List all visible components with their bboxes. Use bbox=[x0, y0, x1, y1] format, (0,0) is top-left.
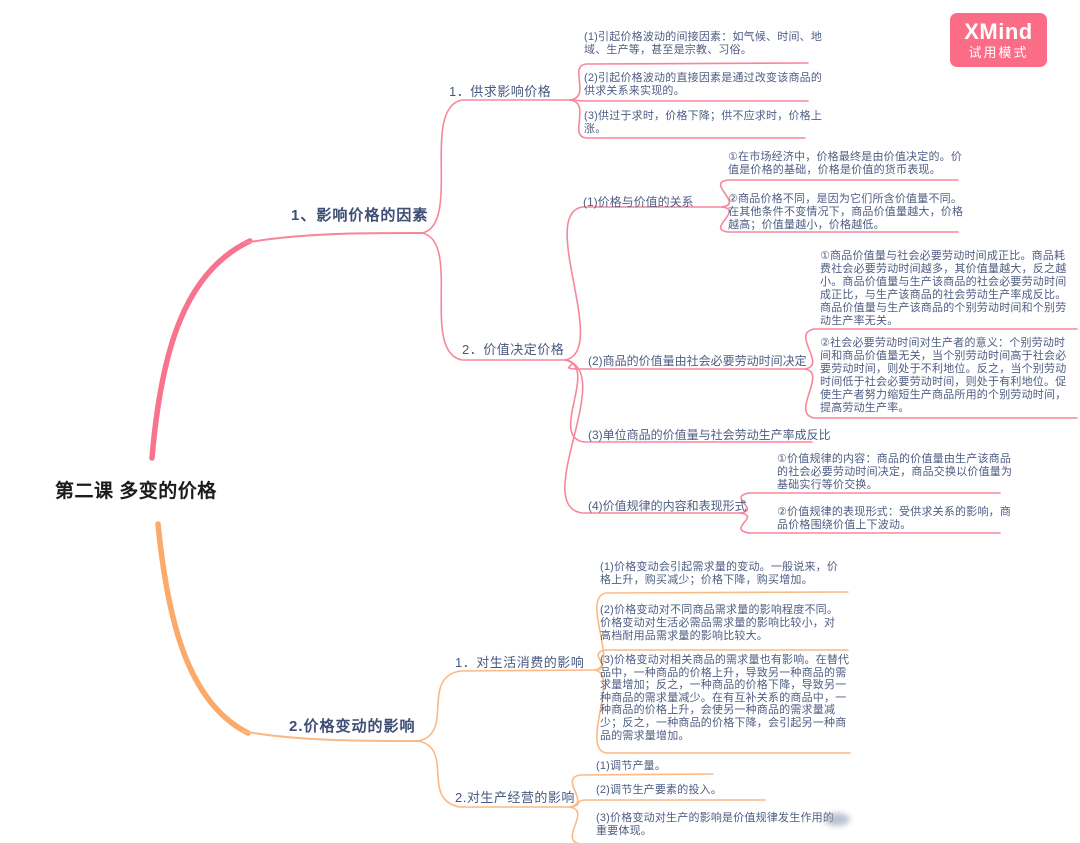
topic-law-of-value[interactable]: (4)价值规律的内容和表现形式 bbox=[588, 499, 747, 513]
leaf-law-content[interactable]: ①价值规律的内容：商品的价值量由生产该商品的社会必要劳动时间决定，商品交换以价值… bbox=[777, 453, 1013, 491]
connector-snlt-1 bbox=[804, 328, 1078, 370]
topic-unit-value-productivity[interactable]: (3)单位商品的价值量与社会劳动生产率成反比 bbox=[588, 428, 831, 442]
connector-consume-2 bbox=[594, 649, 849, 671]
connector-produce-1 bbox=[569, 773, 714, 808]
connector-value-law bbox=[564, 359, 741, 514]
connector-b2-consume bbox=[417, 669, 596, 742]
leaf-law-embodiment[interactable]: (3)价格变动对生产的影响是价值规律发生作用的重要体现。 bbox=[596, 812, 835, 837]
xmind-logo-text: XMind bbox=[964, 18, 1033, 44]
connector-rel-2 bbox=[719, 206, 959, 233]
leaf-direct-factors[interactable]: (2)引起价格波动的直接因素是通过改变该商品的供求关系来实现的。 bbox=[584, 72, 823, 97]
leaf-related-goods[interactable]: (3)价格变动对相关商品的需求量也有影响。在替代品中，一种商品的价格上升，导致另… bbox=[600, 654, 850, 742]
connector-consume-3 bbox=[594, 669, 851, 754]
leaf-law-form[interactable]: ②价值规律的表现形式：受供求关系的影响，商品价格围绕价值上下波动。 bbox=[777, 506, 1012, 531]
leaf-labor-time-meaning[interactable]: ②社会必要劳动时间对生产者的意义：个别劳动时间和商品价值量无关，当个别劳动时间高… bbox=[820, 337, 1067, 414]
connector-supply-1 bbox=[569, 62, 809, 101]
leaf-adjust-inputs[interactable]: (2)调节生产要素的投入。 bbox=[596, 784, 723, 796]
connector-produce-2 bbox=[569, 799, 766, 808]
topic-supply-demand[interactable]: 1．供求影响价格 bbox=[449, 84, 552, 99]
branch2-underline bbox=[241, 730, 419, 742]
leaf-demand-change[interactable]: (1)价格变动会引起需求量的变动。一般说来，价格上升，购买减少；价格下降，购买增… bbox=[600, 561, 839, 586]
connector-rel-1 bbox=[719, 179, 959, 208]
trial-mode-label: 试用模式 bbox=[968, 44, 1029, 60]
xmind-trial-badge[interactable]: XMind 试用模式 bbox=[950, 13, 1047, 67]
branch1-underline bbox=[243, 232, 423, 244]
topic-price-change-effects[interactable]: 2.价格变动的影响 bbox=[289, 718, 416, 735]
leaf-indirect-factors[interactable]: (1)引起价格波动的间接因素：如气候、时间、地域、生产等，甚至是宗教、习俗。 bbox=[584, 31, 823, 56]
topic-value-determines-price[interactable]: 2．价值决定价格 bbox=[462, 342, 565, 357]
connector-snlt-2 bbox=[804, 368, 1078, 419]
leaf-oversupply[interactable]: (3)供过于求时，价格下降；供不应求时，价格上涨。 bbox=[584, 110, 823, 135]
connector-supply-3 bbox=[569, 99, 806, 139]
connector-b2-produce bbox=[417, 740, 571, 808]
connector-b1-value bbox=[421, 232, 566, 361]
connector-produce-3 bbox=[569, 806, 580, 843]
topic-social-labor-time[interactable]: (2)商品的价值量由社会必要劳动时间决定 bbox=[588, 354, 807, 368]
connector-value-rel bbox=[564, 206, 723, 361]
topic-production-effect[interactable]: 2.对生产经营的影响 bbox=[455, 790, 575, 805]
root-topic[interactable]: 第二课 多变的价格 bbox=[55, 481, 217, 502]
leaf-labor-time-proportion[interactable]: ①商品价值量与社会必要劳动时间成正比。商品耗费社会必要劳动时间越多，其价值量越大… bbox=[820, 250, 1067, 327]
leaf-value-amount[interactable]: ②商品价格不同，是因为它们所含价值量不同。在其他条件不变情况下，商品价值量越大，… bbox=[728, 193, 964, 231]
connector-value-unit bbox=[564, 359, 813, 443]
watermark-smudge bbox=[824, 813, 850, 826]
branch1-trunk bbox=[149, 238, 253, 461]
leaf-demand-elasticity[interactable]: (2)价格变动对不同商品需求量的影响程度不同。价格变动对生活必需品需求量的影响比… bbox=[600, 604, 839, 642]
topic-price-value-relation[interactable]: (1)价格与价值的关系 bbox=[583, 195, 694, 209]
topic-consumption-effect[interactable]: 1．对生活消费的影响 bbox=[455, 655, 585, 670]
leaf-value-basis[interactable]: ①在市场经济中，价格最终是由价值决定的。价值是价格的基础，价格是价值的货币表现。 bbox=[728, 151, 963, 176]
topic-price-factors[interactable]: 1、影响价格的因素 bbox=[291, 207, 429, 224]
connector-consume-1 bbox=[594, 591, 849, 671]
connector-law-1 bbox=[739, 492, 1001, 514]
connector-law-2 bbox=[739, 512, 1001, 534]
leaf-adjust-output[interactable]: (1)调节产量。 bbox=[596, 760, 667, 772]
branch2-trunk bbox=[155, 521, 251, 736]
connector-supply-2 bbox=[569, 99, 809, 102]
connector-b1-supply bbox=[421, 99, 571, 234]
